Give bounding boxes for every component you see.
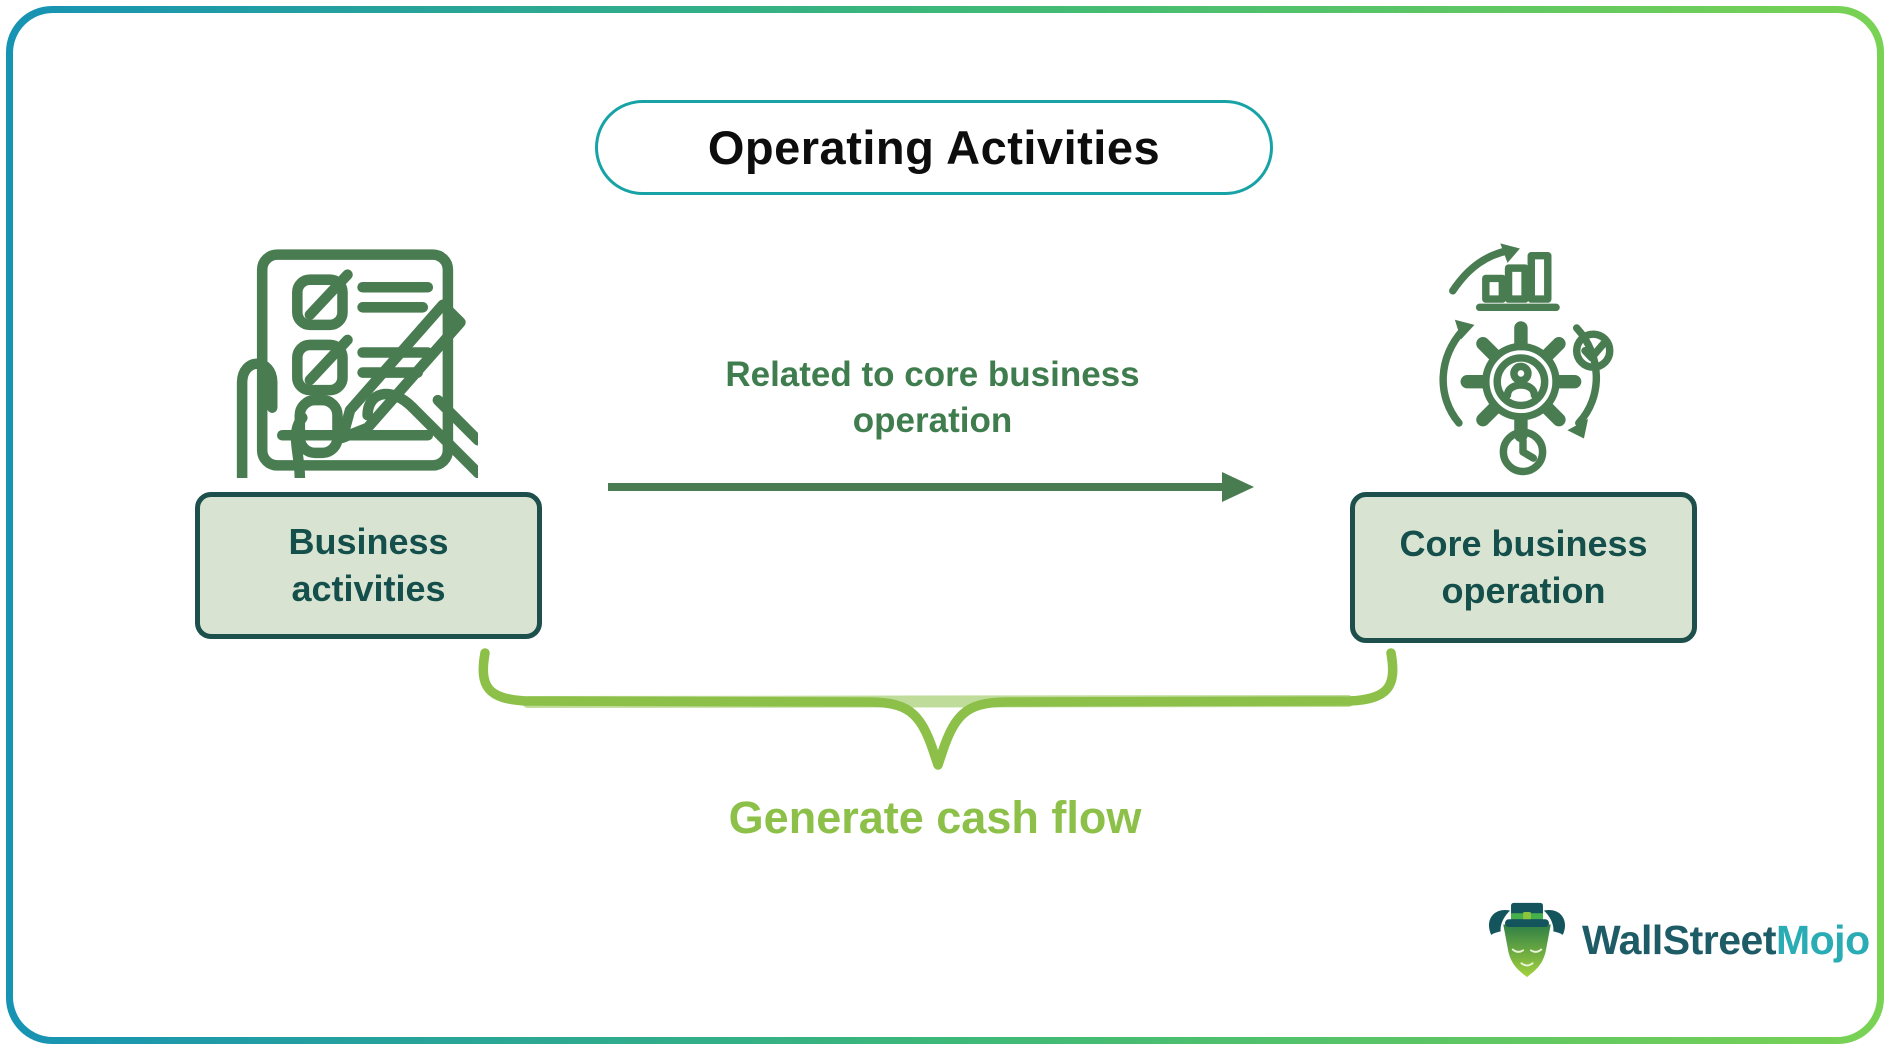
bull-mascot-icon: [1488, 902, 1566, 978]
curly-brace-icon: [478, 648, 1398, 770]
page-title: Operating Activities: [595, 100, 1273, 195]
core-business-operation-node: Core business operation: [1350, 492, 1697, 643]
wallstreetmojo-logo: WallStreetMojo: [1486, 898, 1870, 982]
business-activities-node: Business activities: [195, 492, 542, 639]
brace-label: Generate cash flow: [728, 792, 1142, 843]
process-gear-icon: [1439, 243, 1614, 476]
checklist-pen-icon: [236, 249, 478, 478]
logo-wordmark: WallStreetMojo: [1582, 917, 1870, 964]
arrow-right-icon: [608, 472, 1254, 502]
relation-label-line2: operation: [852, 401, 1013, 441]
logo-text-primary: WallStreet: [1582, 916, 1776, 963]
relation-label-line1: Related to core business: [725, 355, 1140, 394]
logo-text-secondary: Mojo: [1775, 916, 1870, 963]
relation-label: Related to core business operation: [630, 352, 1235, 444]
